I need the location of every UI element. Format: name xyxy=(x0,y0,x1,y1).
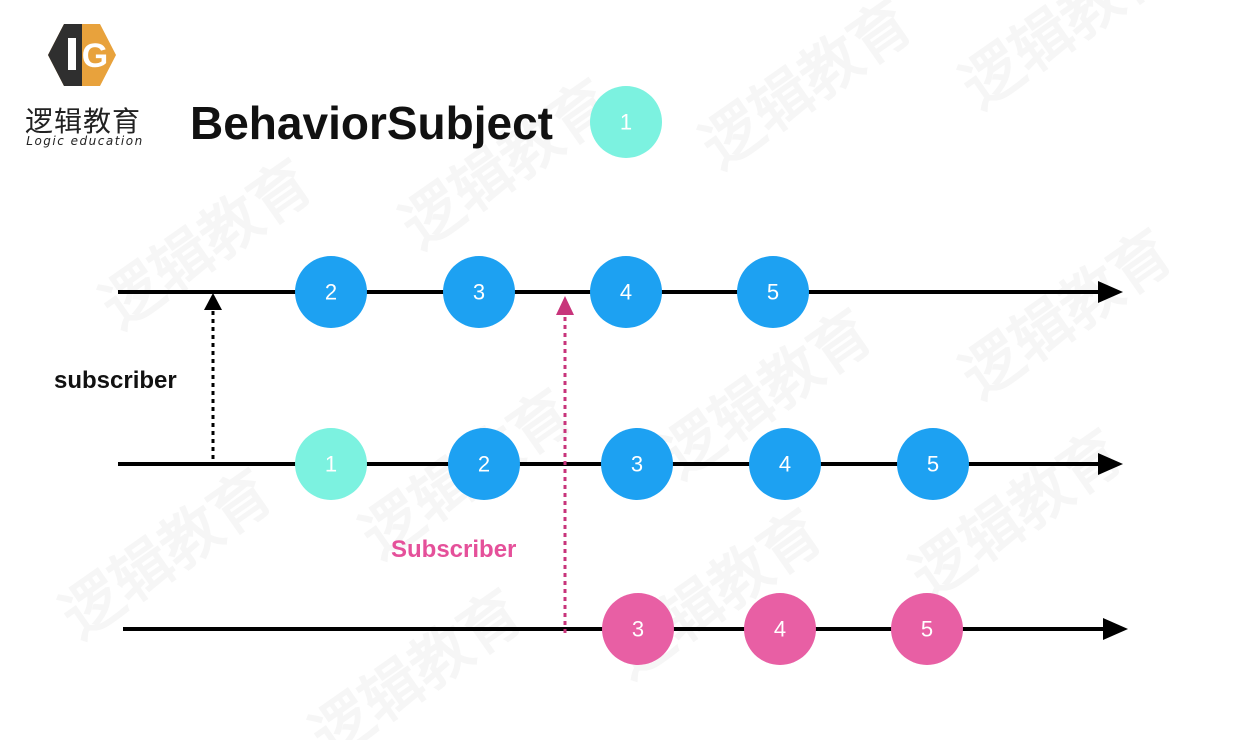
watermark-text: 逻辑教育 xyxy=(298,577,535,740)
marble-circle xyxy=(295,256,367,328)
marble-early-subscriber-5: 5 xyxy=(897,428,969,500)
marble-circle xyxy=(749,428,821,500)
marble-early-subscriber-2: 2 xyxy=(448,428,520,500)
marble-value: 4 xyxy=(774,617,786,642)
marble-value: 5 xyxy=(927,452,939,477)
marble-late-subscriber-3: 5 xyxy=(891,593,963,665)
marble-circle xyxy=(295,428,367,500)
marble-value: 4 xyxy=(779,452,791,477)
watermark-text: 逻辑教育 xyxy=(88,147,325,342)
marble-value: 3 xyxy=(473,280,485,305)
marble-value: 2 xyxy=(325,280,337,305)
marble-source-1: 2 xyxy=(295,256,367,328)
watermark-text: 逻辑教育 xyxy=(948,217,1185,412)
marble-circle xyxy=(601,428,673,500)
marble-source-3: 4 xyxy=(590,256,662,328)
early-subscribe-arrow xyxy=(204,293,222,459)
marble-circle xyxy=(891,593,963,665)
watermark-text: 逻辑教育 xyxy=(48,457,285,652)
marble-value: 4 xyxy=(620,280,632,305)
page-title: BehaviorSubject xyxy=(190,97,553,149)
logo-name-en: Logic education xyxy=(26,134,144,148)
initial-value-text: 1 xyxy=(620,110,632,135)
watermark-text: 逻辑教育 xyxy=(948,0,1185,122)
marble-value: 3 xyxy=(631,452,643,477)
marble-late-subscriber-2: 4 xyxy=(744,593,816,665)
marble-value: 1 xyxy=(325,452,337,477)
marble-source-4: 5 xyxy=(737,256,809,328)
logo-mark: G xyxy=(82,37,108,75)
marble-circle xyxy=(602,593,674,665)
marble-early-subscriber-3: 3 xyxy=(601,428,673,500)
marble-value: 3 xyxy=(632,617,644,642)
watermark-text: 逻辑教育 xyxy=(688,0,925,182)
initial-value-marble: 1 xyxy=(590,86,662,158)
marble-circle xyxy=(448,428,520,500)
marble-source-2: 3 xyxy=(443,256,515,328)
marble-early-subscriber-1: 1 xyxy=(295,428,367,500)
late-subscriber-label: Subscriber xyxy=(391,536,516,563)
marble-circle xyxy=(897,428,969,500)
marble-value: 2 xyxy=(478,452,490,477)
marble-early-subscriber-4: 4 xyxy=(749,428,821,500)
logo-hexagon-icon: G xyxy=(48,24,116,86)
marble-circle xyxy=(590,256,662,328)
marble-circle xyxy=(737,256,809,328)
marble-late-subscriber-1: 3 xyxy=(602,593,674,665)
logo: G 逻辑教育 Logic education xyxy=(18,22,148,152)
marble-circle xyxy=(744,593,816,665)
marble-circle xyxy=(443,256,515,328)
early-subscriber-label: subscriber xyxy=(54,367,177,394)
marble-value: 5 xyxy=(921,617,933,642)
marbles: 2 3 4 5 1 2 3 4 5 3 4 5 xyxy=(295,256,969,665)
late-subscribe-arrow xyxy=(556,296,574,633)
logo-name-cn: 逻辑教育 xyxy=(24,105,141,138)
marble-value: 5 xyxy=(767,280,779,305)
